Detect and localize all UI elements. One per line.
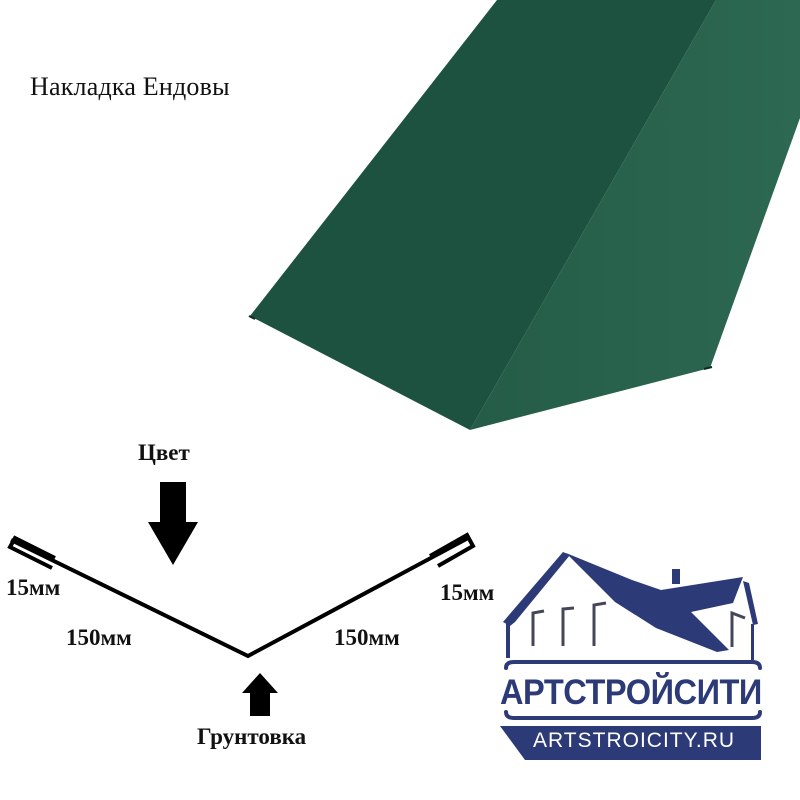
right-hem xyxy=(429,532,476,568)
right-face xyxy=(470,0,800,430)
left-hem-dimension: 15мм xyxy=(6,575,61,600)
primer-layer-label: Грунтовка xyxy=(197,724,307,749)
right-hem-dimension: 15мм xyxy=(440,580,495,605)
left-side-dimension: 150мм xyxy=(66,625,132,650)
logo-url: ARTSTROICITY.RU xyxy=(533,729,736,752)
color-layer-label: Цвет xyxy=(138,440,190,465)
left-face xyxy=(250,0,716,430)
right-side-dimension: 150мм xyxy=(334,625,400,650)
chimney-icon xyxy=(672,569,680,584)
house-roof-left-icon xyxy=(503,552,570,626)
left-hem xyxy=(7,535,56,570)
url-banner xyxy=(500,726,761,760)
product-title: Накладка Ендовы xyxy=(30,72,230,101)
profile-line xyxy=(10,535,471,659)
arrow-up-icon xyxy=(242,673,278,716)
arrow-down-icon xyxy=(148,482,198,565)
house-roof-icon xyxy=(566,553,743,652)
logo-name: АРТСТРОЙСИТИ xyxy=(500,673,762,712)
